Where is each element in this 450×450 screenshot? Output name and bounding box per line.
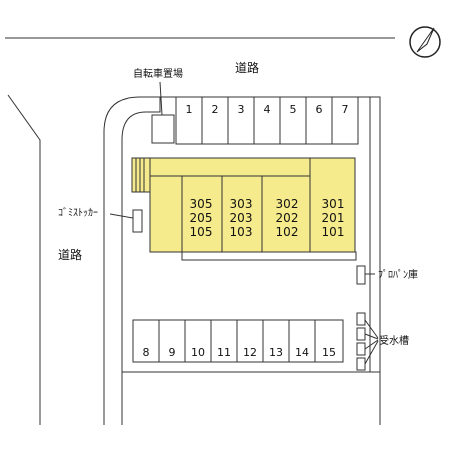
parking-number: 8 <box>143 346 150 359</box>
unit-number: 303 <box>230 197 253 211</box>
parking-number: 11 <box>217 346 231 359</box>
parking-number: 7 <box>342 103 349 116</box>
site-boundary-outer <box>103 96 381 425</box>
parking-number: 13 <box>269 346 283 359</box>
unit-number: 102 <box>276 225 299 239</box>
road-edge-left <box>7 94 41 425</box>
unit-column: 303 203 103 <box>230 197 253 239</box>
unit-number: 203 <box>230 211 253 225</box>
unit-column: 302 202 102 <box>276 197 299 239</box>
apartment-building <box>131 157 357 261</box>
water-tank-box <box>356 342 366 356</box>
unit-column: 301 201 101 <box>322 197 345 239</box>
garbage-stocker-leader <box>109 213 134 219</box>
road-top-label: 道路 <box>235 60 259 75</box>
parking-number: 4 <box>264 103 271 116</box>
parking-slot <box>288 319 316 363</box>
propane-storage-box <box>356 265 366 285</box>
water-tank-box <box>356 312 366 326</box>
parking-number: 2 <box>212 103 219 116</box>
water-tank-box <box>356 327 366 341</box>
parking-number: 1 <box>186 103 193 116</box>
bicycle-parking-leader <box>159 81 163 116</box>
parking-slot <box>262 319 290 363</box>
parking-slot <box>331 96 359 145</box>
bicycle-parking-label: 自転車置場 <box>133 67 183 80</box>
propane-storage-label: ﾌﾟﾛﾊﾟﾝ庫 <box>378 268 418 281</box>
unit-block <box>261 175 311 253</box>
parking-slot <box>201 96 229 145</box>
water-tank-box <box>356 357 366 371</box>
parking-slot <box>175 96 203 145</box>
unit-number: 201 <box>322 211 345 225</box>
parking-number: 6 <box>316 103 323 116</box>
unit-number: 202 <box>276 211 299 225</box>
parking-slot <box>184 319 212 363</box>
unit-column: 305 205 105 <box>190 197 213 239</box>
unit-number: 301 <box>322 197 345 211</box>
unit-number: 302 <box>276 197 299 211</box>
parking-slot <box>236 319 264 363</box>
parking-number: 12 <box>243 346 257 359</box>
site-boundary-inner <box>121 97 161 425</box>
unit-number: 305 <box>190 197 213 211</box>
bicycle-parking-box <box>151 114 175 144</box>
parking-row-top: 1 2 3 4 5 6 7 <box>175 96 359 145</box>
parking-number: 15 <box>322 346 336 359</box>
north-arrow-icon <box>409 26 441 58</box>
parking-number: 5 <box>290 103 297 116</box>
parking-slot <box>314 319 344 363</box>
unit-number: 103 <box>230 225 253 239</box>
parking-slot <box>158 319 186 363</box>
garbage-stocker-label: ｺﾞﾐｽﾄｯｶｰ <box>58 207 98 219</box>
unit-number: 101 <box>322 225 345 239</box>
unit-number: 205 <box>190 211 213 225</box>
water-tank-leaders <box>364 319 379 365</box>
water-tank-label: 受水槽 <box>379 334 409 347</box>
parking-number: 3 <box>238 103 245 116</box>
parking-number: 10 <box>191 346 205 359</box>
road-left-label: 道路 <box>58 247 82 262</box>
balcony-strip <box>181 251 357 261</box>
unit-number: 105 <box>190 225 213 239</box>
parking-row-bottom: 8 9 10 11 12 13 14 15 <box>132 319 344 363</box>
parking-number: 9 <box>169 346 176 359</box>
parking-number: 14 <box>295 346 309 359</box>
stairs <box>131 157 151 193</box>
garbage-stocker-box <box>132 209 143 233</box>
